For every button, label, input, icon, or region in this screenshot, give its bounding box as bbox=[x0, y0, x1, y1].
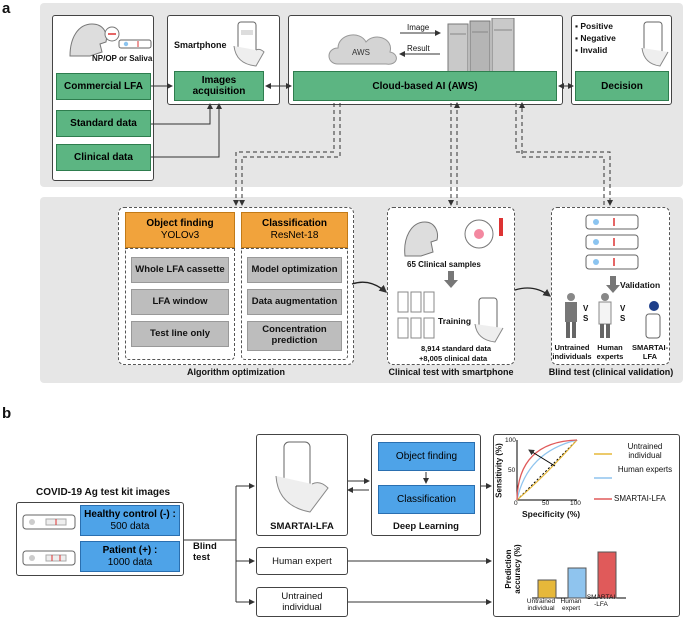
cls-item-model-opt: Model optimization bbox=[247, 257, 342, 283]
smartphone-label: Smartphone bbox=[174, 40, 227, 50]
human-expert-label: Human expert bbox=[272, 555, 332, 567]
cassette-stack-icon bbox=[585, 214, 639, 270]
obj-item-test-line: Test line only bbox=[131, 321, 229, 347]
clinical-count-label: +8,005 clinical data bbox=[419, 354, 488, 363]
roc-tick-y100: 100 bbox=[505, 437, 516, 444]
roc-chart bbox=[516, 439, 578, 501]
bar-label-untrained: Untrained individual bbox=[526, 598, 556, 612]
deep-learning-label: Deep Learning bbox=[393, 521, 459, 532]
person-swab-icon bbox=[69, 23, 120, 57]
vs-label-2: V S bbox=[620, 304, 626, 323]
outcome-negative: ▪ Negative bbox=[575, 33, 616, 43]
panel-b-letter: b bbox=[2, 405, 12, 422]
standard-data-box: Standard data bbox=[56, 110, 151, 137]
untrained-individuals-label: Untrained individuals bbox=[552, 343, 592, 361]
bar-expert bbox=[567, 567, 587, 599]
untrained-individual-label: Untrained individual bbox=[281, 591, 323, 613]
patient-swab-icon bbox=[404, 218, 503, 257]
server-icon bbox=[447, 18, 515, 75]
validation-arrow-icon bbox=[606, 276, 620, 293]
outcome-invalid: ▪ Invalid bbox=[575, 45, 608, 55]
cloud-ai-box: Cloud-based AI (AWS) bbox=[293, 71, 557, 101]
bar-untrained bbox=[537, 579, 557, 599]
smart-lfa-label-a: SMARTAI-LFA bbox=[632, 343, 669, 361]
np-op-label: NP/OP or Saliva bbox=[92, 54, 153, 63]
kit-title: COVID-19 Ag test kit images bbox=[36, 487, 171, 498]
clinical-data-box: Clinical data bbox=[56, 144, 151, 171]
standard-count-label: 8,914 standard data bbox=[421, 344, 492, 353]
blind-test-caption: Blind test (clinical validation) bbox=[548, 367, 674, 377]
lfa-cassette-icon bbox=[118, 39, 152, 49]
legend-swatches bbox=[594, 453, 612, 500]
image-arrow-label: Image bbox=[407, 23, 430, 32]
human-expert-box: Human expert bbox=[256, 547, 348, 575]
result-arrow-label: Result bbox=[407, 44, 430, 53]
smart-lfa-label: SMARTAI-LFA bbox=[270, 521, 334, 532]
down-arrow-icon bbox=[444, 271, 458, 288]
untrained-individual-box: Untrained individual bbox=[256, 587, 348, 617]
phone-hand-large-icon bbox=[275, 441, 329, 513]
bar-label-expert: Human expert bbox=[560, 598, 582, 612]
obj-item-whole-cassette: Whole LFA cassette bbox=[131, 257, 229, 283]
bar-label-smart: SMARTAI -LFA bbox=[586, 594, 616, 608]
legend-untrained: Untrained individual bbox=[627, 442, 663, 460]
roc-tick-x50: 50 bbox=[542, 500, 550, 507]
lfa-grid-icon bbox=[397, 291, 435, 339]
outcome-list: ▪ Positive ▪ Negative ▪ Invalid bbox=[575, 20, 616, 56]
patient-box: Patient (+) :1000 data bbox=[80, 541, 180, 572]
phone-hand-icon bbox=[233, 21, 265, 67]
roc-xlabel: Specificity (%) bbox=[522, 509, 581, 519]
object-finding-b-box: Object finding bbox=[378, 442, 475, 471]
legend-experts: Human experts bbox=[617, 465, 673, 474]
bar-chart bbox=[532, 551, 626, 599]
roc-tick-0: 0 bbox=[514, 500, 518, 507]
blind-test-label: Blind test bbox=[193, 541, 217, 563]
vs-label-1: V S bbox=[583, 304, 589, 323]
negative-cassette-icon bbox=[22, 514, 76, 530]
roc-tick-x100: 100 bbox=[570, 500, 581, 507]
training-phone-icon bbox=[474, 297, 504, 343]
clinical-test-caption: Clinical test with smartphone bbox=[388, 367, 514, 377]
legend-smart: SMARTAI-LFA bbox=[614, 494, 666, 503]
obj-item-lfa-window: LFA window bbox=[131, 289, 229, 315]
human-expert-icon bbox=[598, 293, 612, 338]
commercial-lfa-box: Commercial LFA bbox=[56, 73, 151, 100]
images-acquisition-box: Images acquisition bbox=[174, 71, 264, 101]
untrained-person-icon bbox=[565, 293, 577, 338]
validation-label: Validation bbox=[620, 280, 661, 290]
human-experts-label: Human experts bbox=[596, 343, 624, 361]
classification-b-box: Classification bbox=[378, 485, 475, 514]
smart-device-icon bbox=[645, 301, 661, 339]
decision-phone-icon bbox=[641, 21, 669, 67]
training-label: Training bbox=[438, 316, 472, 326]
bar-smart bbox=[597, 551, 617, 599]
outcome-positive: ▪ Positive bbox=[575, 21, 613, 31]
roc-tick-y50: 50 bbox=[508, 467, 516, 474]
cls-item-concentration: Concentration prediction bbox=[247, 321, 342, 351]
clinical-samples-label: 65 Clinical samples bbox=[407, 260, 481, 269]
cloud-icon bbox=[328, 34, 397, 65]
aws-label: AWS bbox=[352, 48, 370, 57]
healthy-control-box: Healthy control (-) :500 data bbox=[80, 505, 180, 536]
algorithm-optimization-caption: Algorithm optimization bbox=[187, 367, 285, 377]
panel-a-letter: a bbox=[2, 0, 11, 17]
positive-cassette-icon bbox=[22, 550, 76, 566]
cls-item-data-aug: Data augmentation bbox=[247, 289, 342, 315]
decision-box-label: Decision bbox=[575, 71, 669, 101]
